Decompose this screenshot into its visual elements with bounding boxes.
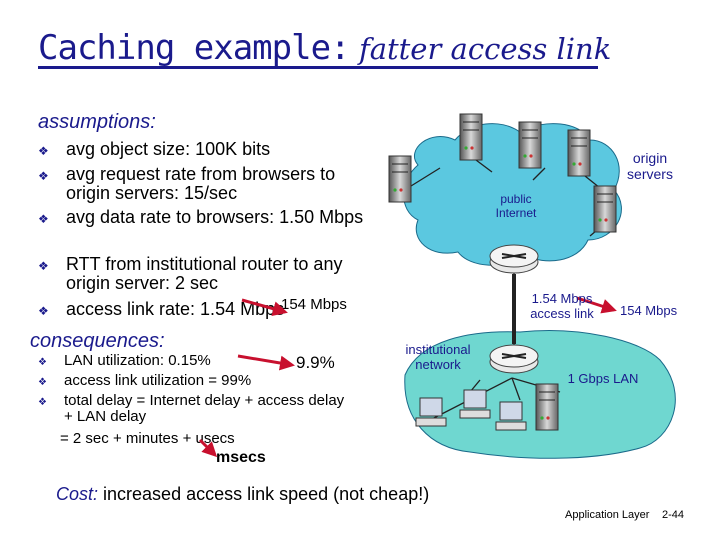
bullet-icon: ❖ xyxy=(38,397,47,408)
server-icon xyxy=(459,113,483,161)
bullet-icon: ❖ xyxy=(38,169,49,183)
access-link-label: 1.54 Mbps access link xyxy=(530,291,594,321)
computer-icon xyxy=(415,397,447,427)
router-icon xyxy=(489,244,539,274)
router-icon xyxy=(489,344,539,374)
assumption-item: avg request rate from browsers to origin… xyxy=(66,164,336,203)
lan-utilization-edit: 9.9% xyxy=(296,353,335,372)
title-underline xyxy=(38,66,598,69)
consequence-item: LAN utilization: 0.15% xyxy=(64,352,211,369)
server-icon xyxy=(518,121,542,169)
edit-arrow xyxy=(237,354,295,371)
computer-icon xyxy=(459,389,491,419)
footer-section: Application Layer xyxy=(565,509,650,521)
assumption-item: avg object size: 100K bits xyxy=(66,139,271,159)
bullet-icon: ❖ xyxy=(38,259,49,273)
server-icon xyxy=(388,155,412,203)
computer-icon xyxy=(495,401,527,431)
cost-text: increased access link speed (not cheap!) xyxy=(103,484,430,504)
access-rate-edit: 154 Mbps xyxy=(281,296,347,313)
public-internet-cloud xyxy=(403,123,622,266)
title-sub: fatter access link xyxy=(358,32,612,66)
public-internet-label: public Internet xyxy=(495,192,537,220)
edit-arrow xyxy=(241,298,288,316)
assumptions-heading: assumptions: xyxy=(38,111,156,133)
assumption-item: avg data rate to browsers: 1.50 Mbps xyxy=(66,207,364,227)
bullet-icon: ❖ xyxy=(38,357,47,368)
bullet-icon: ❖ xyxy=(38,144,49,158)
origin-servers-label: origin servers xyxy=(627,150,673,182)
slide-title: Caching example: fatter access link xyxy=(38,28,611,68)
footer-page: 2-44 xyxy=(662,509,685,521)
server-icon xyxy=(593,185,617,233)
assumption-item: access link rate: 1.54 Mbps xyxy=(66,299,285,319)
access-link-edit: 154 Mbps xyxy=(620,303,678,318)
edit-arrow xyxy=(198,438,218,458)
edit-arrow xyxy=(576,296,617,314)
server-icon xyxy=(535,383,559,431)
consequence-item: total delay = Internet delay + access de… xyxy=(64,392,345,425)
total-delay-line: = 2 sec + minutes + usecs xyxy=(60,430,235,447)
bullet-icon: ❖ xyxy=(38,304,49,318)
lan-label: 1 Gbps LAN xyxy=(567,371,639,386)
title-main: Caching example: xyxy=(38,28,351,68)
institutional-network-label: institutional network xyxy=(405,342,471,372)
bullet-icon: ❖ xyxy=(38,212,49,226)
bullet-icon: ❖ xyxy=(38,377,47,388)
cost-label: Cost: xyxy=(56,484,99,504)
consequences-heading: consequences: xyxy=(30,330,165,352)
consequence-item: access link utilization = 99% xyxy=(64,372,252,389)
delay-edit: msecs xyxy=(216,449,266,466)
cost-line: Cost: increased access link speed (not c… xyxy=(56,484,429,505)
assumption-item: RTT from institutional router to any ori… xyxy=(66,254,343,293)
server-icon xyxy=(567,129,591,177)
